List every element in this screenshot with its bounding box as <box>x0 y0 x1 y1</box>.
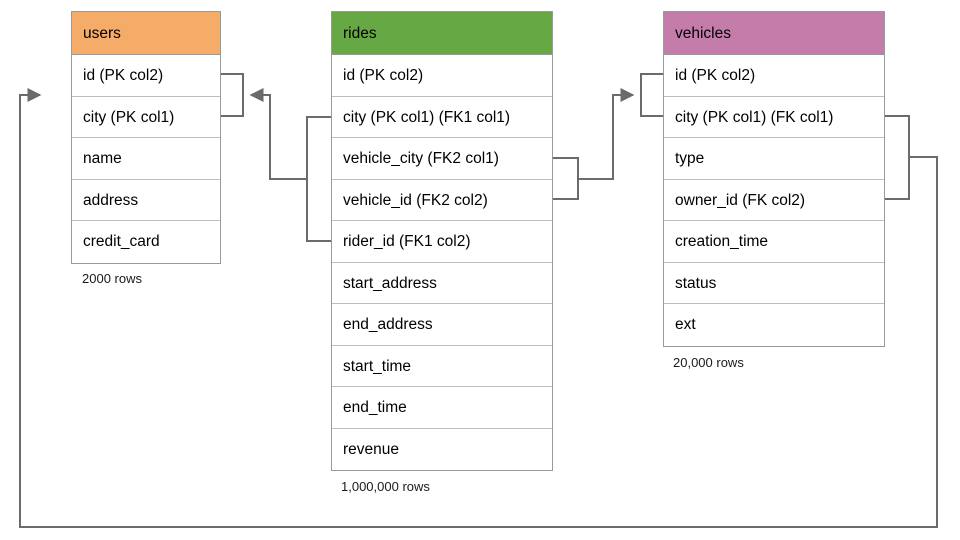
entity-field[interactable]: status <box>664 262 884 304</box>
entity-title-vehicles: vehicles <box>664 12 884 55</box>
entity-field[interactable]: id (PK col2) <box>664 55 884 97</box>
entity-field[interactable]: id (PK col2) <box>332 55 552 97</box>
entity-field[interactable]: vehicle_city (FK2 col1) <box>332 138 552 180</box>
entity-field[interactable]: revenue <box>332 428 552 470</box>
entity-field[interactable]: end_address <box>332 304 552 346</box>
entity-field[interactable]: name <box>72 138 220 180</box>
entity-field[interactable]: ext <box>664 304 884 346</box>
entity-field[interactable]: start_address <box>332 262 552 304</box>
row-count-label-users: 2000 rows <box>82 271 142 286</box>
entity-field[interactable]: city (PK col1) <box>72 96 220 138</box>
entity-field[interactable]: end_time <box>332 387 552 429</box>
entity-field[interactable]: type <box>664 138 884 180</box>
row-count-label-vehicles: 20,000 rows <box>673 355 744 370</box>
entity-field[interactable]: city (PK col1) (FK1 col1) <box>332 96 552 138</box>
entity-field[interactable]: credit_card <box>72 221 220 263</box>
edge-rides-fk1-users <box>221 73 331 242</box>
edge-rides-fk2-vehicles <box>553 73 663 200</box>
row-count-label-rides: 1,000,000 rows <box>341 479 430 494</box>
entity-field[interactable]: rider_id (FK1 col2) <box>332 221 552 263</box>
entity-field[interactable]: vehicle_id (FK2 col2) <box>332 179 552 221</box>
entity-title-rides: rides <box>332 12 552 55</box>
entity-field[interactable]: creation_time <box>664 221 884 263</box>
entity-title-users: users <box>72 12 220 55</box>
entity-field[interactable]: start_time <box>332 345 552 387</box>
entity-field[interactable]: owner_id (FK col2) <box>664 179 884 221</box>
entity-field[interactable]: address <box>72 179 220 221</box>
entity-field[interactable]: id (PK col2) <box>72 55 220 97</box>
entity-field[interactable]: city (PK col1) (FK col1) <box>664 96 884 138</box>
